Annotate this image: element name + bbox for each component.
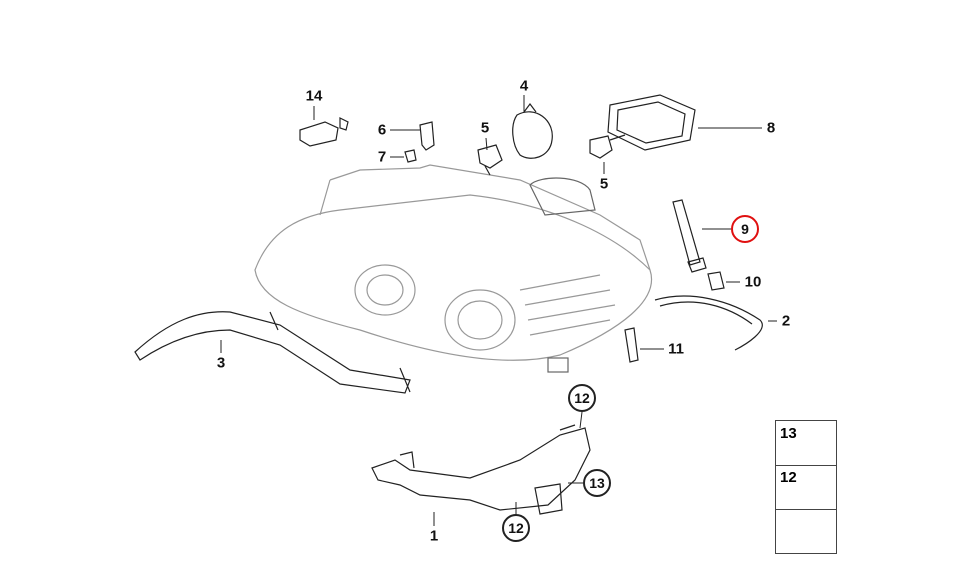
- legend-label: 13: [780, 425, 797, 442]
- legend-label: 12: [780, 469, 797, 486]
- leader-lines: [220, 95, 777, 526]
- callout-11: 11: [668, 340, 684, 358]
- callout-12-top: 12: [568, 384, 596, 412]
- headlamp-housing: [254, 164, 653, 373]
- legend-cell-13: 13: [776, 421, 836, 466]
- callout-2: 2: [781, 312, 791, 330]
- part-5-left: [477, 144, 503, 176]
- callout-1: 1: [429, 527, 439, 545]
- callout-13: 13: [583, 469, 611, 497]
- part-5-right: [589, 134, 626, 159]
- callout-8: 8: [766, 119, 776, 137]
- callout-4: 4: [519, 77, 529, 95]
- part-1: [371, 424, 591, 511]
- callout-3: 3: [216, 354, 226, 372]
- callout-9-highlighted[interactable]: 9: [731, 215, 759, 243]
- part-8: [607, 94, 696, 151]
- callout-12-bottom: 12: [502, 514, 530, 542]
- parts-legend: 13 12: [775, 420, 837, 554]
- part-9: [672, 199, 707, 273]
- legend-cell-12: 12: [776, 465, 836, 510]
- part-6: [419, 121, 435, 151]
- part-10: [707, 271, 725, 291]
- part-14: [299, 117, 349, 147]
- part-7: [404, 149, 417, 163]
- part-3: [134, 311, 411, 394]
- part-13-clip: [534, 483, 563, 515]
- part-2: [654, 295, 763, 351]
- part-11: [624, 327, 639, 363]
- callout-5-left: 5: [480, 119, 490, 137]
- callout-7: 7: [377, 148, 387, 166]
- callout-10: 10: [744, 273, 762, 291]
- callout-5-right: 5: [599, 175, 609, 193]
- legend-cell-arrow: [776, 509, 836, 553]
- callout-14: 14: [305, 87, 323, 105]
- part-4: [512, 103, 553, 159]
- callout-6: 6: [377, 121, 387, 139]
